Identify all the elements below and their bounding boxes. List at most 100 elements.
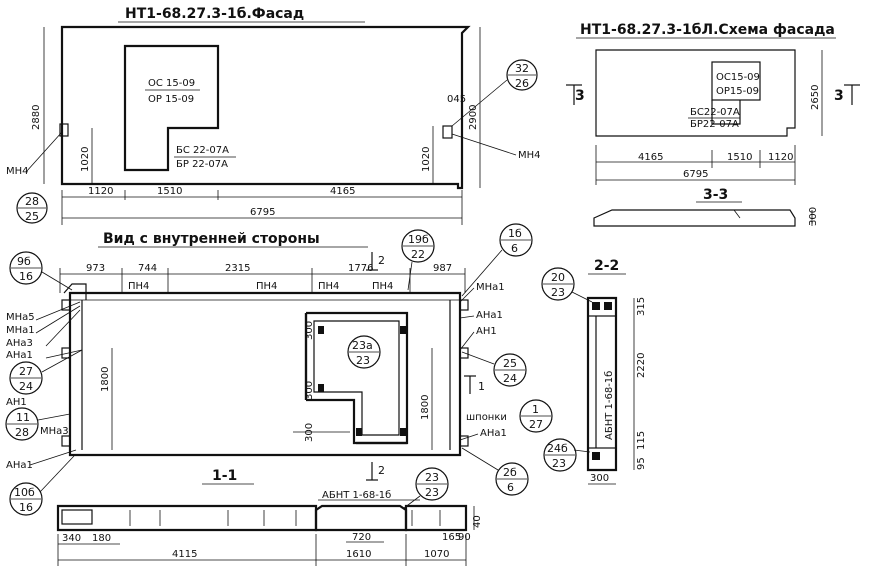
facade-mn4-right: МН4 xyxy=(518,150,541,161)
label-shponki: шпонки xyxy=(466,412,507,423)
svg-text:23: 23 xyxy=(425,471,439,484)
section-22-label: АБНТ 1-68-1б xyxy=(604,371,615,440)
callout-24b-23: 24б 23 xyxy=(543,438,591,472)
section-33-title: 3-3 xyxy=(703,187,728,203)
facade-dim-6795: 6795 xyxy=(250,207,275,218)
embed-plate-left xyxy=(59,123,69,137)
svg-text:1б: 1б xyxy=(508,227,522,240)
label-mna1-left: МНа1 xyxy=(6,325,35,336)
svg-text:19б: 19б xyxy=(408,233,429,246)
svg-text:6: 6 xyxy=(507,481,514,494)
section-11: 1-1 АБНТ 1-68-1б 23 23 340 180 4115 161 xyxy=(56,467,483,566)
inner-view: Вид с внутренней стороны 973 744 2315 17… xyxy=(5,223,553,516)
section-22-dim-315: 315 xyxy=(636,297,647,316)
schema-dim-1120: 1120 xyxy=(768,152,793,163)
inner-view-title: Вид с внутренней стороны xyxy=(103,231,320,247)
section-11-dim-40: 40 xyxy=(472,515,483,528)
section-11-dim-4115: 4115 xyxy=(172,549,197,560)
section-22-dim-2220: 2220 xyxy=(636,353,647,378)
label-mna1-right: МНа1 xyxy=(476,282,505,293)
facade-door-label-bot: БР 22-07А xyxy=(176,159,228,170)
label-ana3: АНа3 xyxy=(6,338,33,349)
schema-cut-left: 3 xyxy=(575,88,585,104)
schema-dim-2650: 2650 xyxy=(810,85,821,110)
svg-text:24: 24 xyxy=(19,380,33,393)
svg-text:23а: 23а xyxy=(352,339,373,352)
svg-text:23: 23 xyxy=(551,286,565,299)
facade-mn4-left: МН4 xyxy=(6,166,29,177)
inner-dim-744: 744 xyxy=(138,263,157,274)
facade-opening-label-top: ОС 15-09 xyxy=(148,78,195,89)
svg-text:1: 1 xyxy=(532,403,539,416)
facade-dim-2900: 2900 xyxy=(468,105,479,130)
label-ana1-right-a: АНа1 xyxy=(476,310,503,321)
callout-27-24: 27 24 xyxy=(9,349,83,395)
schema-cut-right: 3 xyxy=(834,88,844,104)
section-11-dim-90: 90 xyxy=(458,532,471,543)
section-22-dim-95: 95 xyxy=(636,457,647,470)
label-an1-right: АН1 xyxy=(476,326,497,337)
svg-text:28: 28 xyxy=(15,426,29,439)
schema-view: НТ1-68.27.3-1бЛ.Схема фасада ОС15-09 ОР1… xyxy=(566,22,860,227)
inner-dim-1800-right: 1800 xyxy=(420,395,431,420)
facade-dim-1020-left: 1020 xyxy=(80,147,91,172)
schema-dim-6795: 6795 xyxy=(683,169,708,180)
svg-text:25: 25 xyxy=(25,210,39,223)
svg-text:10б: 10б xyxy=(14,486,35,499)
svg-text:2б: 2б xyxy=(503,466,517,479)
svg-text:24: 24 xyxy=(503,372,517,385)
label-ana1-left-a: АНа1 xyxy=(6,350,33,361)
inner-dim-2315: 2315 xyxy=(225,263,250,274)
callout-10b-16: 10б 16 xyxy=(9,455,75,516)
section-11-part-right xyxy=(404,504,468,532)
inner-dim-973: 973 xyxy=(86,263,105,274)
schema-door-bot: БР22-07А xyxy=(690,119,739,130)
label-ana1-left-b: АНа1 xyxy=(6,460,33,471)
callout-2b-6: 2б 6 xyxy=(461,447,529,496)
svg-text:11: 11 xyxy=(16,411,30,424)
svg-text:23: 23 xyxy=(356,354,370,367)
inner-dim-300-b: 300 xyxy=(304,381,315,400)
callout-19b-22: 19б 22 xyxy=(401,229,435,291)
inner-dim-300-a: 300 xyxy=(304,321,315,340)
svg-text:20: 20 xyxy=(551,271,565,284)
svg-text:24б: 24б xyxy=(547,442,568,455)
svg-text:27: 27 xyxy=(19,365,33,378)
callout-23-23: 23 23 xyxy=(403,467,449,509)
inner-dim-1800-left: 1800 xyxy=(100,367,111,392)
section-11-dim-720: 720 xyxy=(352,532,371,543)
svg-text:16: 16 xyxy=(19,501,33,514)
facade-dim-045: 045 xyxy=(447,94,466,105)
facade-door-label-top: БС 22-07А xyxy=(176,145,229,156)
callout-23a-23: 23а 23 xyxy=(347,335,381,369)
svg-text:28: 28 xyxy=(25,195,39,208)
schema-title: НТ1-68.27.3-1бЛ.Схема фасада xyxy=(580,22,835,38)
svg-text:23: 23 xyxy=(425,486,439,499)
callout-facade-left: 28 25 xyxy=(16,192,48,224)
svg-text:16: 16 xyxy=(19,270,33,283)
schema-window xyxy=(711,61,761,101)
inner-panel xyxy=(68,291,462,457)
section-11-dim-340: 340 xyxy=(62,533,81,544)
section-22-title: 2-2 xyxy=(594,258,619,274)
schema-dim-300: 300 xyxy=(808,207,819,226)
section-33-profile xyxy=(593,209,796,227)
svg-text:32: 32 xyxy=(515,62,529,75)
label-mna5: МНа5 xyxy=(6,312,35,323)
inner-pn4-1: ПН4 xyxy=(128,281,149,292)
section-11-label: АБНТ 1-68-1б xyxy=(322,490,391,501)
inner-cut-2-bot: 2 xyxy=(378,464,385,477)
schema-dim-1510: 1510 xyxy=(727,152,752,163)
schema-dim-4165: 4165 xyxy=(638,152,663,163)
callout-25-24: 25 24 xyxy=(461,351,527,387)
facade-dim-1020-right: 1020 xyxy=(421,147,432,172)
facade-dim-4165: 4165 xyxy=(330,186,355,197)
svg-text:22: 22 xyxy=(411,248,425,261)
schema-door xyxy=(711,100,741,125)
facade-dim-1120: 1120 xyxy=(88,186,113,197)
section-11-part-left xyxy=(56,504,318,532)
inner-pn4-2: ПН4 xyxy=(256,281,277,292)
facade-opening-label-bot: ОР 15-09 xyxy=(148,94,194,105)
